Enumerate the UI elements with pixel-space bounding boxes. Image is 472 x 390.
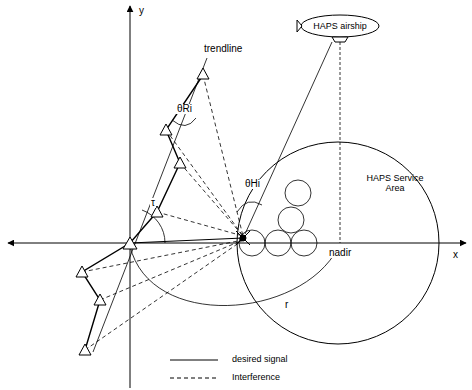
airship-node: HAPS airship: [300, 14, 380, 38]
tower-symbols: [76, 68, 209, 355]
angle-label: θHi: [244, 179, 261, 189]
circle-outline: [236, 141, 440, 345]
interference-lines: [82, 75, 243, 350]
y-axis: [130, 6, 131, 388]
legend-text: desired signal: [232, 355, 288, 364]
nadir-label: nadir: [328, 248, 352, 258]
airship-body: [301, 15, 379, 37]
theta-h-arc: [237, 202, 262, 212]
trendline-label: trendline: [203, 44, 243, 54]
node-label: HAPS airship: [313, 21, 367, 31]
distance-label: r: [284, 300, 289, 310]
service-area-node: HAPS Service Area: [236, 141, 440, 345]
haps-desired-link: [245, 42, 332, 234]
desired-signal-chain: [82, 75, 203, 350]
angle-label: θRi: [176, 104, 193, 114]
desired-signal-link: [130, 238, 243, 243]
node-label: HAPS Service Area: [364, 173, 426, 194]
axis-label: y: [138, 6, 145, 16]
service-area-circle: [237, 142, 439, 344]
trendline-line: [93, 58, 207, 352]
legend-sample-dashed: [170, 378, 218, 379]
angle-label: τ: [150, 198, 156, 208]
axis-label: x: [452, 250, 459, 260]
legend-sample-solid: [170, 360, 218, 361]
theta-r-arc: [172, 118, 196, 126]
user-terminal: [236, 231, 250, 245]
legend-text: Interference: [232, 373, 280, 382]
airship-gondola: [332, 37, 348, 42]
airship-fin: [297, 20, 302, 32]
r-arc: [130, 246, 338, 306]
